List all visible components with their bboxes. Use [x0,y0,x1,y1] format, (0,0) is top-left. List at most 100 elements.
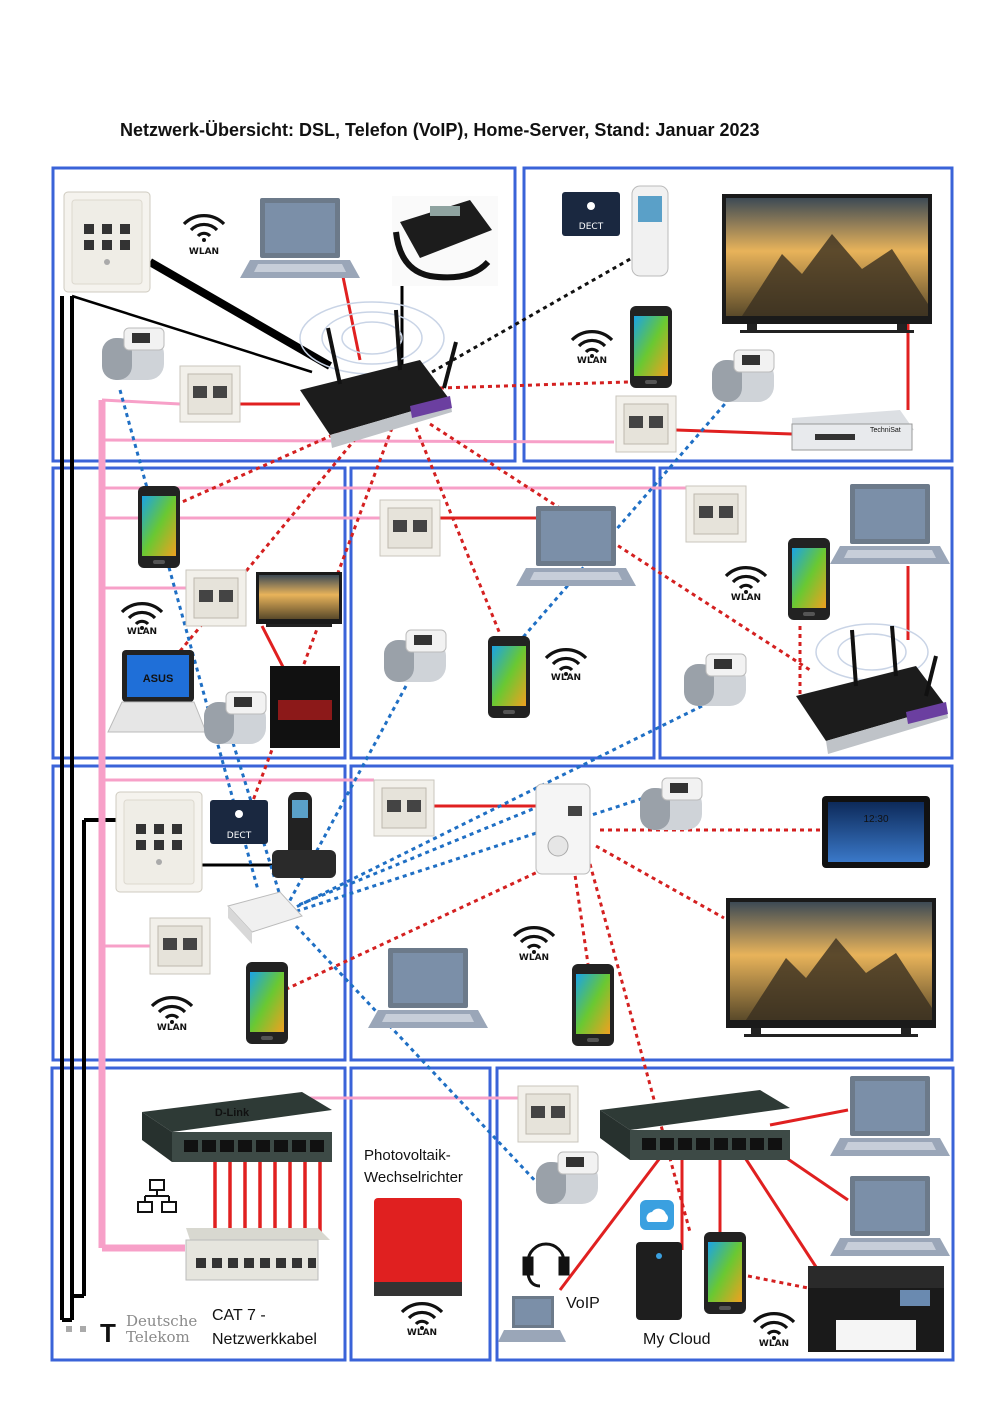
laptop-icon [240,198,360,278]
wlan-label: WLAN [407,1328,437,1338]
phone-jack-icon [63,191,151,293]
network-socket-icon [373,779,435,837]
thermostat-icon [711,349,775,403]
network-socket-icon [379,499,441,557]
laptop-icon [830,1176,950,1256]
dect-icon: DECT [210,800,268,844]
svg-text:12:30: 12:30 [863,814,888,825]
room-9 [349,1066,492,1362]
wlan-icon [182,213,226,244]
thermostat-icon [535,1151,599,1205]
wlan-icon [752,1311,796,1342]
wlan-label: WLAN [127,627,157,637]
printer-icon [808,1266,944,1352]
cordless-phone-icon [272,792,336,878]
room-7 [349,764,954,1062]
cloud-icon [640,1200,674,1230]
svg-text:D-Link: D-Link [215,1107,250,1119]
wlan-icon [570,329,614,360]
wlan-icon [512,925,556,956]
thermostat-icon [683,653,747,707]
router-icon [300,309,458,448]
room-4 [349,466,656,760]
room-10 [495,1066,955,1362]
patch-panel-icon [185,1228,330,1281]
wlan-label: WLAN [551,673,581,683]
thermostat-icon [203,691,267,745]
room-5 [658,466,954,760]
svg-text:DECT: DECT [227,831,252,841]
svg-text:ASUS: ASUS [143,673,174,685]
switch-icon [600,1090,790,1160]
mycloud-label: My Cloud [643,1331,711,1348]
laptop-icon [830,1076,950,1156]
svg-text:T: T [100,1318,116,1348]
smartphone-icon [788,538,830,620]
network-socket-icon [149,917,211,975]
receiver-icon: TechniSat [791,410,914,451]
wlan-label: WLAN [519,953,549,963]
wlan-icon [400,1301,444,1332]
network-socket-icon [179,365,241,423]
inverter-icon [374,1198,462,1296]
network-socket-icon [517,1085,579,1143]
voip-label: VoIP [566,1295,600,1312]
pv-label-line2: Wechselrichter [364,1169,463,1186]
cat7-label-line1: CAT 7 - [212,1307,266,1324]
telekom-logo: T Deutsche Telekom [66,1312,197,1348]
smartphone-icon [488,636,530,718]
wlan-repeater-icon [535,783,591,875]
svg-text:Telekom: Telekom [126,1328,190,1346]
thermostat-icon [639,777,703,831]
room-3 [51,466,347,760]
wlan-label: WLAN [731,593,761,603]
netbook-icon: ASUS [107,650,207,733]
monitor-icon [256,572,342,627]
smartphone-icon [138,486,180,568]
dect-icon: DECT [562,192,620,236]
svg-text:Deutsche: Deutsche [126,1312,197,1330]
desktop-pc-icon [270,666,340,748]
pv-label-line1: Photovoltaik- [364,1147,451,1164]
switch-icon: D-Link [142,1092,332,1162]
room-6 [51,764,347,1062]
network-socket-icon [685,485,747,543]
dect-link [431,248,647,374]
tablet-icon: 12:30 [822,796,930,868]
svg-text:TechniSat: TechniSat [870,427,901,434]
smartphone-icon [630,306,672,388]
wlan-label: WLAN [759,1339,789,1349]
desk-phone-icon [392,196,498,286]
network-topology-icon [137,1179,177,1213]
laptop-icon [498,1296,566,1342]
smartphone-icon [704,1232,746,1314]
tv-icon [722,194,932,333]
router-icon [796,625,948,754]
room-1 [51,166,517,463]
dect-base-station-icon [227,891,303,944]
nas-icon [636,1242,682,1320]
thermostat-icon [101,327,165,381]
laptop-icon [830,484,950,564]
smartphone-icon [246,962,288,1044]
cat7-label-line2: Netzwerkkabel [212,1331,317,1348]
laptop-icon [368,948,488,1028]
wlan-label: WLAN [157,1023,187,1033]
thermostat-icon [383,629,447,683]
smartphone-icon [572,964,614,1046]
phone-cables [60,245,404,1322]
wlan-icon [724,565,768,596]
room-borders [50,166,955,1362]
page-title: Netzwerk-Übersicht: DSL, Telefon (VoIP),… [120,120,760,140]
phone-jack-icon [115,791,203,893]
headset-icon [522,1242,570,1288]
network-socket-icon [185,569,247,627]
tv-icon [726,898,936,1037]
room-8 [50,1066,347,1362]
network-socket-icon [615,395,677,453]
wlan-icon [150,995,194,1026]
svg-text:DECT: DECT [579,222,604,232]
wlan-label: WLAN [189,247,219,257]
wlan-label: WLAN [577,356,607,366]
